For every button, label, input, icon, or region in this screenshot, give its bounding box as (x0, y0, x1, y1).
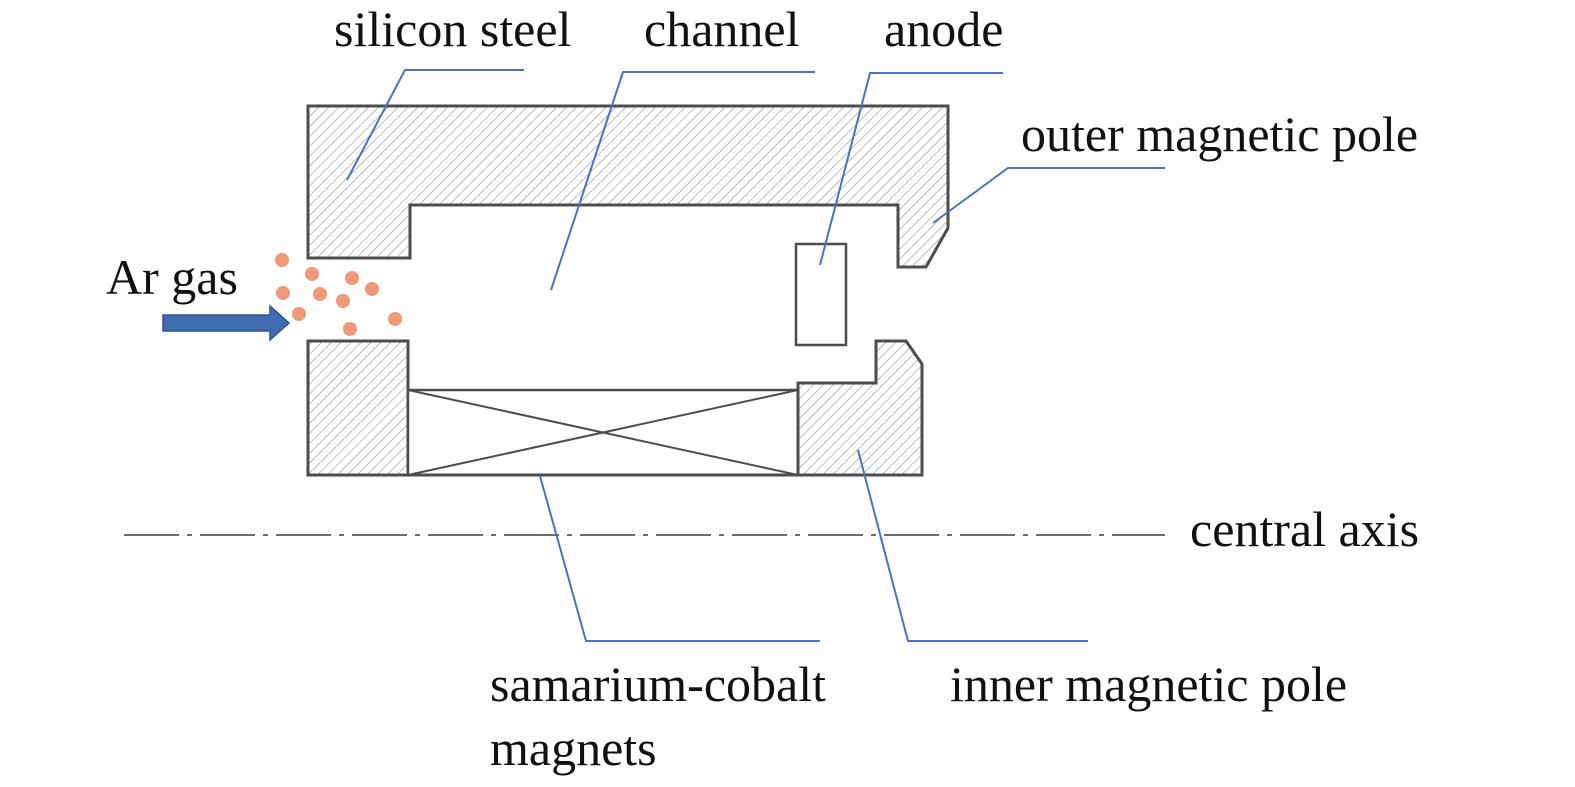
gas-particle (276, 286, 290, 300)
label-channel: channel (644, 1, 799, 57)
gas-particle (365, 282, 379, 296)
leader-outer-magnetic-pole (932, 167, 1165, 224)
label-outer-magnetic-pole: outer magnetic pole (1021, 106, 1418, 162)
leader-silicon-steel (346, 69, 524, 181)
label-anode: anode (884, 1, 1003, 57)
label-inner-magnetic-pole: inner magnetic pole (950, 656, 1347, 712)
label-samarium-cobalt-line1: samarium-cobalt (490, 656, 826, 712)
silicon-steel-outer-body (306, 104, 950, 269)
magnet-cross-line-2 (407, 389, 799, 476)
label-samarium-cobalt-line2: magnets (490, 720, 657, 776)
gas-particle (275, 253, 289, 267)
ar-gas-particles (275, 253, 402, 336)
label-ar-gas: Ar gas (106, 249, 238, 305)
gas-particle (345, 271, 359, 285)
gas-particle (305, 267, 319, 281)
leader-samarium-cobalt (539, 475, 820, 642)
gas-particle (292, 307, 306, 321)
leader-lines (346, 69, 1165, 642)
gas-particle (343, 322, 357, 336)
anode (794, 242, 848, 347)
leader-anode (819, 72, 1003, 266)
leader-channel (550, 71, 815, 291)
ar-gas-arrow (162, 304, 291, 342)
leader-inner-magnetic-pole (857, 449, 1088, 642)
gas-particle (336, 294, 350, 308)
gas-particle (313, 287, 327, 301)
gas-particle (388, 312, 402, 326)
label-silicon-steel: silicon steel (334, 1, 571, 57)
silicon-steel-lower-block (306, 339, 410, 477)
label-central-axis: central axis (1190, 501, 1419, 557)
